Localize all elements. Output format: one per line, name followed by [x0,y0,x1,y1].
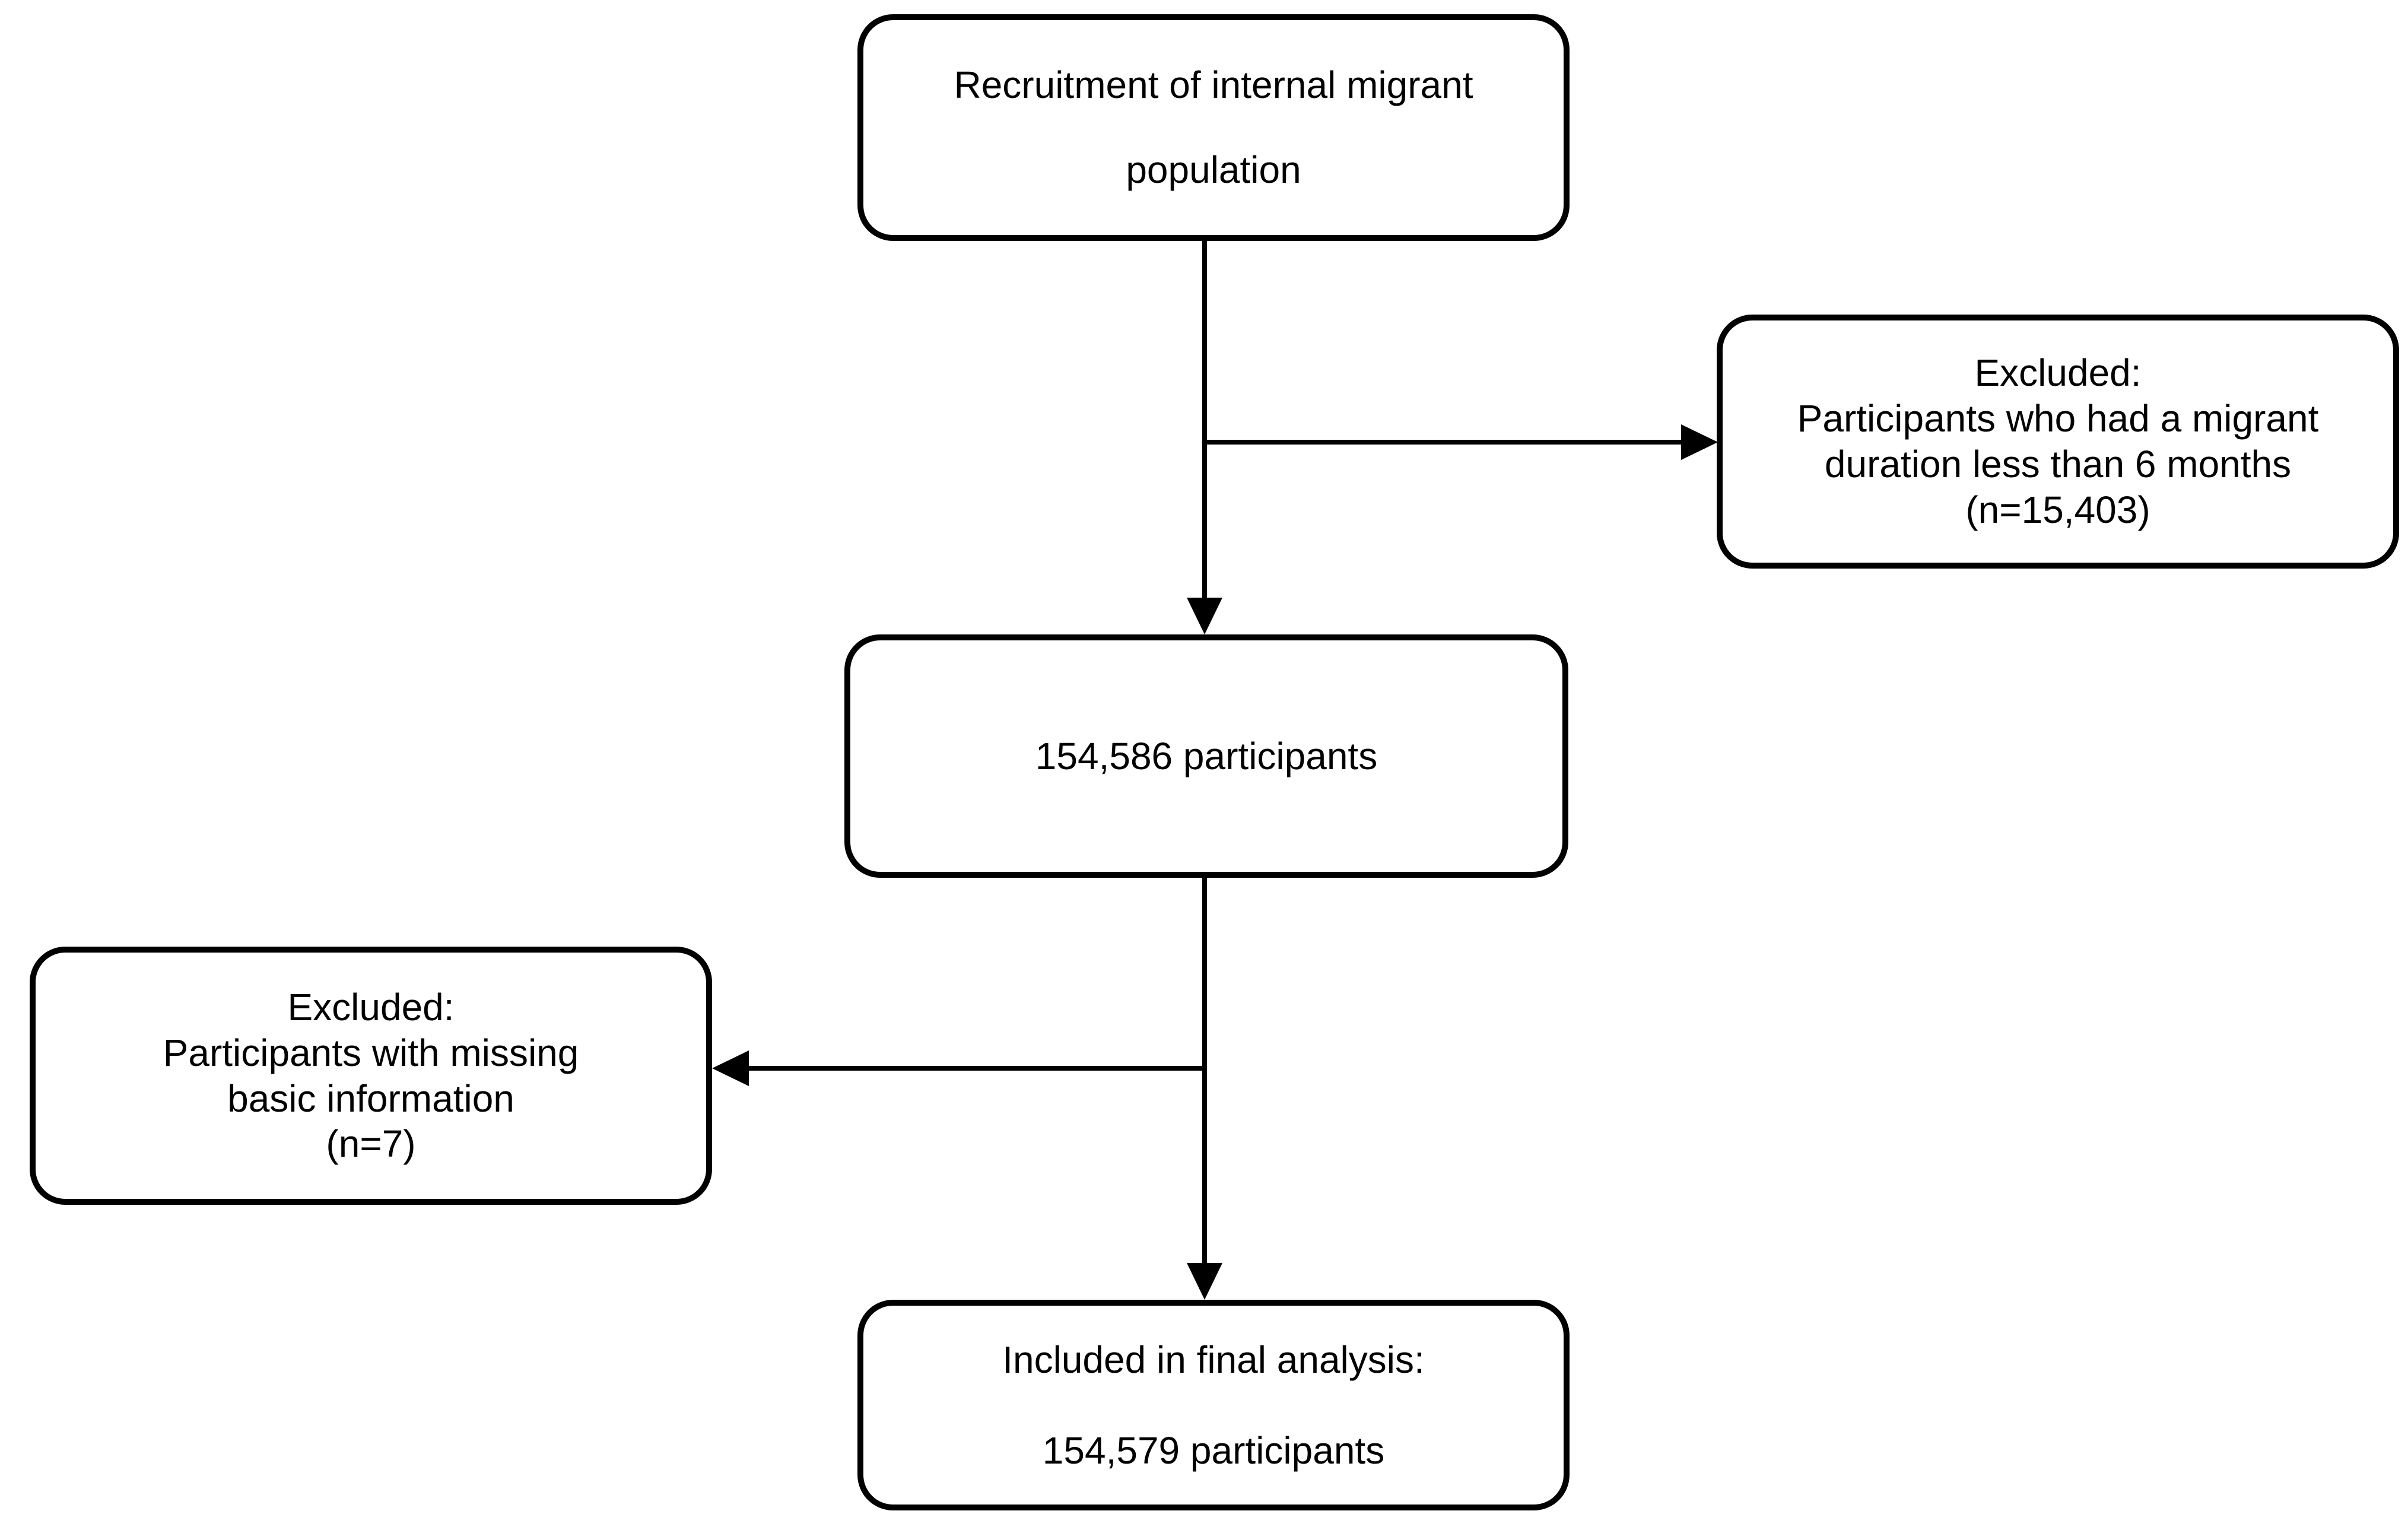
arrowhead-right-into-excluded-duration [1681,424,1718,460]
connector-recruitment-to-participants [1202,241,1207,599]
box-text-line: Included in final analysis: [1002,1338,1425,1381]
box-text-line: (n=7) [326,1122,416,1166]
box-text-line: basic information [227,1077,514,1120]
connector-participants-to-final [1202,878,1207,1264]
box-text-line: Recruitment of internal migrant [954,64,1473,107]
box-text-line: population [1126,148,1301,191]
box-participants: 154,586 participants [844,634,1568,878]
box-text-line: Excluded: [1974,351,2142,395]
box-text-line: duration less than 6 months [1824,443,2292,485]
box-final-analysis: Included in final analysis: 154,579 part… [857,1300,1570,1510]
box-text-line: Participants with missing [163,1031,579,1074]
box-text-line: Participants who had a migrant [1797,397,2319,440]
box-text-line: Excluded: [287,985,455,1029]
connector-branch-to-excluded-missing [749,1066,1207,1071]
box-excluded-missing: Excluded: Participants with missing basi… [30,947,712,1205]
box-text-line: 154,586 participants [1035,734,1378,777]
arrowhead-down-into-final [1187,1263,1222,1300]
arrowhead-down-into-participants [1187,598,1222,634]
box-recruitment: Recruitment of internal migrant populati… [857,14,1570,241]
box-excluded-duration: Excluded: Participants who had a migrant… [1717,315,2399,569]
arrowhead-left-into-excluded-missing [712,1050,749,1086]
connector-branch-to-excluded-duration [1205,440,1682,445]
box-text-line: (n=15,403) [1965,488,2150,531]
box-text-line: 154,579 participants [1042,1429,1385,1472]
